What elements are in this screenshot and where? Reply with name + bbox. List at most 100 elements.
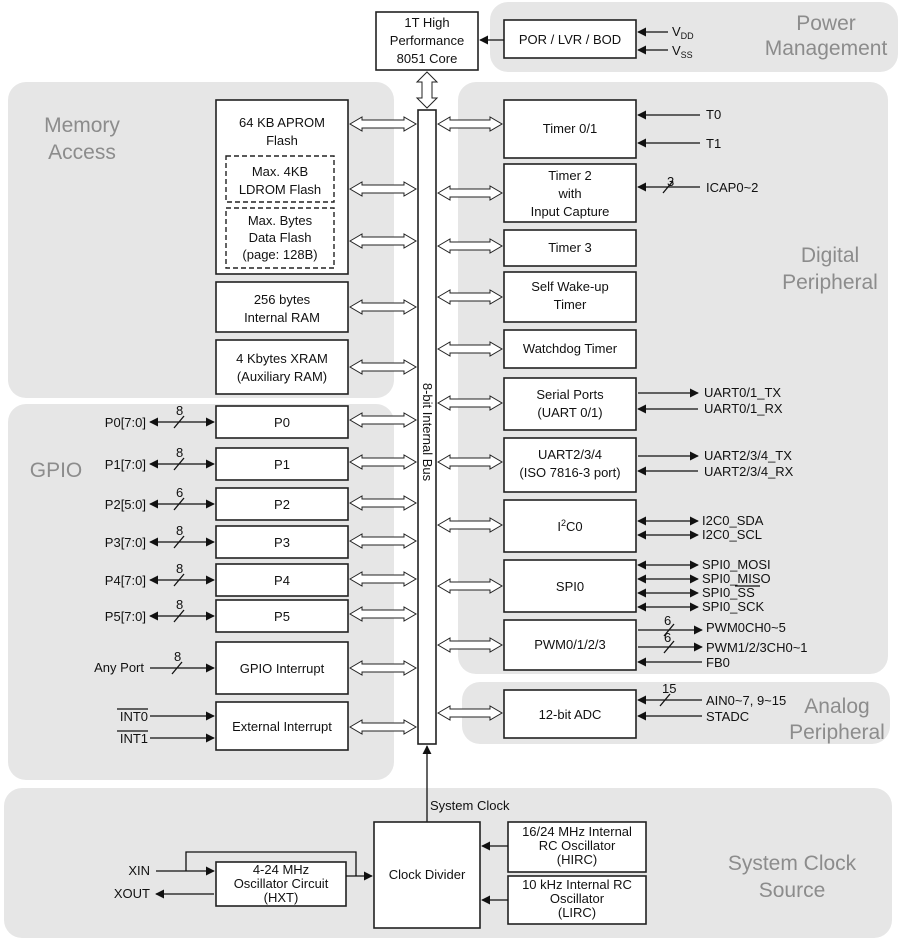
timer01-box — [503, 99, 637, 159]
por-label: POR / LVR / BOD — [519, 32, 621, 47]
adc-box — [503, 689, 637, 739]
clock-divider-label: Clock Divider — [389, 867, 466, 882]
port-label-p2: P2 — [274, 497, 290, 512]
uart234-box — [503, 437, 637, 493]
bus-arrow-right-1 — [437, 185, 503, 201]
pwm0-count: 6 — [664, 613, 671, 628]
hirc-box — [507, 821, 647, 873]
clock-divider-box — [373, 821, 481, 929]
int0-label: INT0 — [120, 709, 148, 724]
bus-arrow-right-9 — [437, 637, 503, 653]
xram-label: 4 Kbytes XRAM(Auxiliary RAM) — [236, 351, 328, 384]
port-pin-p3: P3[7:0] — [105, 535, 146, 550]
core-box — [375, 11, 479, 71]
spi-label: SPI0 — [556, 579, 584, 594]
port-pin-p5: P5[7:0] — [105, 609, 146, 624]
spi-mosi-label: SPI0_MOSI — [702, 557, 771, 572]
port-count-p3: 8 — [176, 523, 183, 538]
bus-arrow-right-8 — [437, 578, 503, 594]
gpio-int-box — [215, 641, 349, 695]
bus-arrow-right-6 — [437, 454, 503, 470]
bus-arrow-right-2 — [437, 238, 503, 254]
ain-count: 15 — [662, 681, 676, 696]
bus-arrow-left-gpio-3 — [349, 533, 417, 549]
port-label-p0: P0 — [274, 415, 290, 430]
ain-label: AIN0~7, 9~15 — [706, 693, 786, 708]
ext-int-label: External Interrupt — [232, 719, 332, 734]
xram-box — [215, 339, 349, 395]
internal-bus — [417, 109, 437, 745]
uart01-label: Serial Ports(UART 0/1) — [536, 387, 604, 420]
bus-arrow-left-gpio-1 — [349, 454, 417, 470]
port-box-p4 — [215, 563, 349, 597]
fb0-label: FB0 — [706, 655, 730, 670]
ldrom-box — [225, 155, 335, 203]
xout-label: XOUT — [114, 886, 150, 901]
icap-label: ICAP0~2 — [706, 180, 758, 195]
bus-arrow-right-0 — [437, 116, 503, 132]
port-box-p2 — [215, 487, 349, 521]
iram-box — [215, 281, 349, 333]
port-label-p3: P3 — [274, 535, 290, 550]
pwm0-label: PWM0CH0~5 — [706, 620, 786, 635]
bus-arrows — [349, 116, 503, 735]
uart234-label: UART2/3/4(ISO 7816-3 port) — [519, 447, 620, 480]
port-pin-p0: P0[7:0] — [105, 415, 146, 430]
timer2-box — [503, 163, 637, 223]
wdt-label: Watchdog Timer — [523, 341, 618, 356]
por-box — [503, 19, 637, 59]
pwm-box — [503, 619, 637, 671]
adc-label: 12-bit ADC — [539, 707, 602, 722]
int1-label: INT1 — [120, 731, 148, 746]
bus-arrow-left-mem-1 — [349, 181, 417, 197]
spi-box — [503, 559, 637, 613]
port-pin-p4: P4[7:0] — [105, 573, 146, 588]
bus-label: 8-bit Internal Bus — [420, 383, 435, 482]
bus-arrow-left-gpio-5 — [349, 606, 417, 622]
any-count: 8 — [174, 649, 181, 664]
wdt-box — [503, 329, 637, 369]
pwm1-count: 6 — [664, 630, 671, 645]
bus-arrow-left-gpio-7 — [349, 719, 417, 735]
port-count-p2: 6 — [176, 485, 183, 500]
pwm-label: PWM0/1/2/3 — [534, 637, 606, 652]
bus-arrow-right-3 — [437, 289, 503, 305]
bus-arrow-left-mem-4 — [349, 359, 417, 375]
i2c-scl-label: I2C0_SCL — [702, 527, 762, 542]
port-count-p4: 8 — [176, 561, 183, 576]
port-box-p1 — [215, 447, 349, 481]
wkt-box — [503, 271, 637, 323]
ext-int-box — [215, 701, 349, 751]
icap-count: 3 — [667, 174, 674, 189]
port-box-p3 — [215, 525, 349, 559]
uart01-box — [503, 377, 637, 431]
lirc-box — [507, 875, 647, 925]
system-clock-label: System Clock — [430, 798, 510, 813]
uart01-tx-label: UART0/1_TX — [704, 385, 781, 400]
port-pin-p1: P1[7:0] — [105, 457, 146, 472]
t1-label: T1 — [706, 136, 721, 151]
i2c-sda-label: I2C0_SDA — [702, 513, 764, 528]
bus-arrow-right-7 — [437, 517, 503, 533]
xin-label: XIN — [128, 863, 150, 878]
uart234-rx-label: UART2/3/4_RX — [704, 464, 794, 479]
gpio-label: GPIO — [30, 459, 83, 482]
bus-arrow-left-mem-0 — [349, 116, 417, 132]
timer3-box — [503, 229, 637, 267]
any-port-label: Any Port — [94, 660, 144, 675]
port-count-p1: 8 — [176, 445, 183, 460]
timer01-label: Timer 0/1 — [543, 121, 597, 136]
port-count-p0: 8 — [176, 403, 183, 418]
bus-arrow-left-mem-3 — [349, 299, 417, 315]
